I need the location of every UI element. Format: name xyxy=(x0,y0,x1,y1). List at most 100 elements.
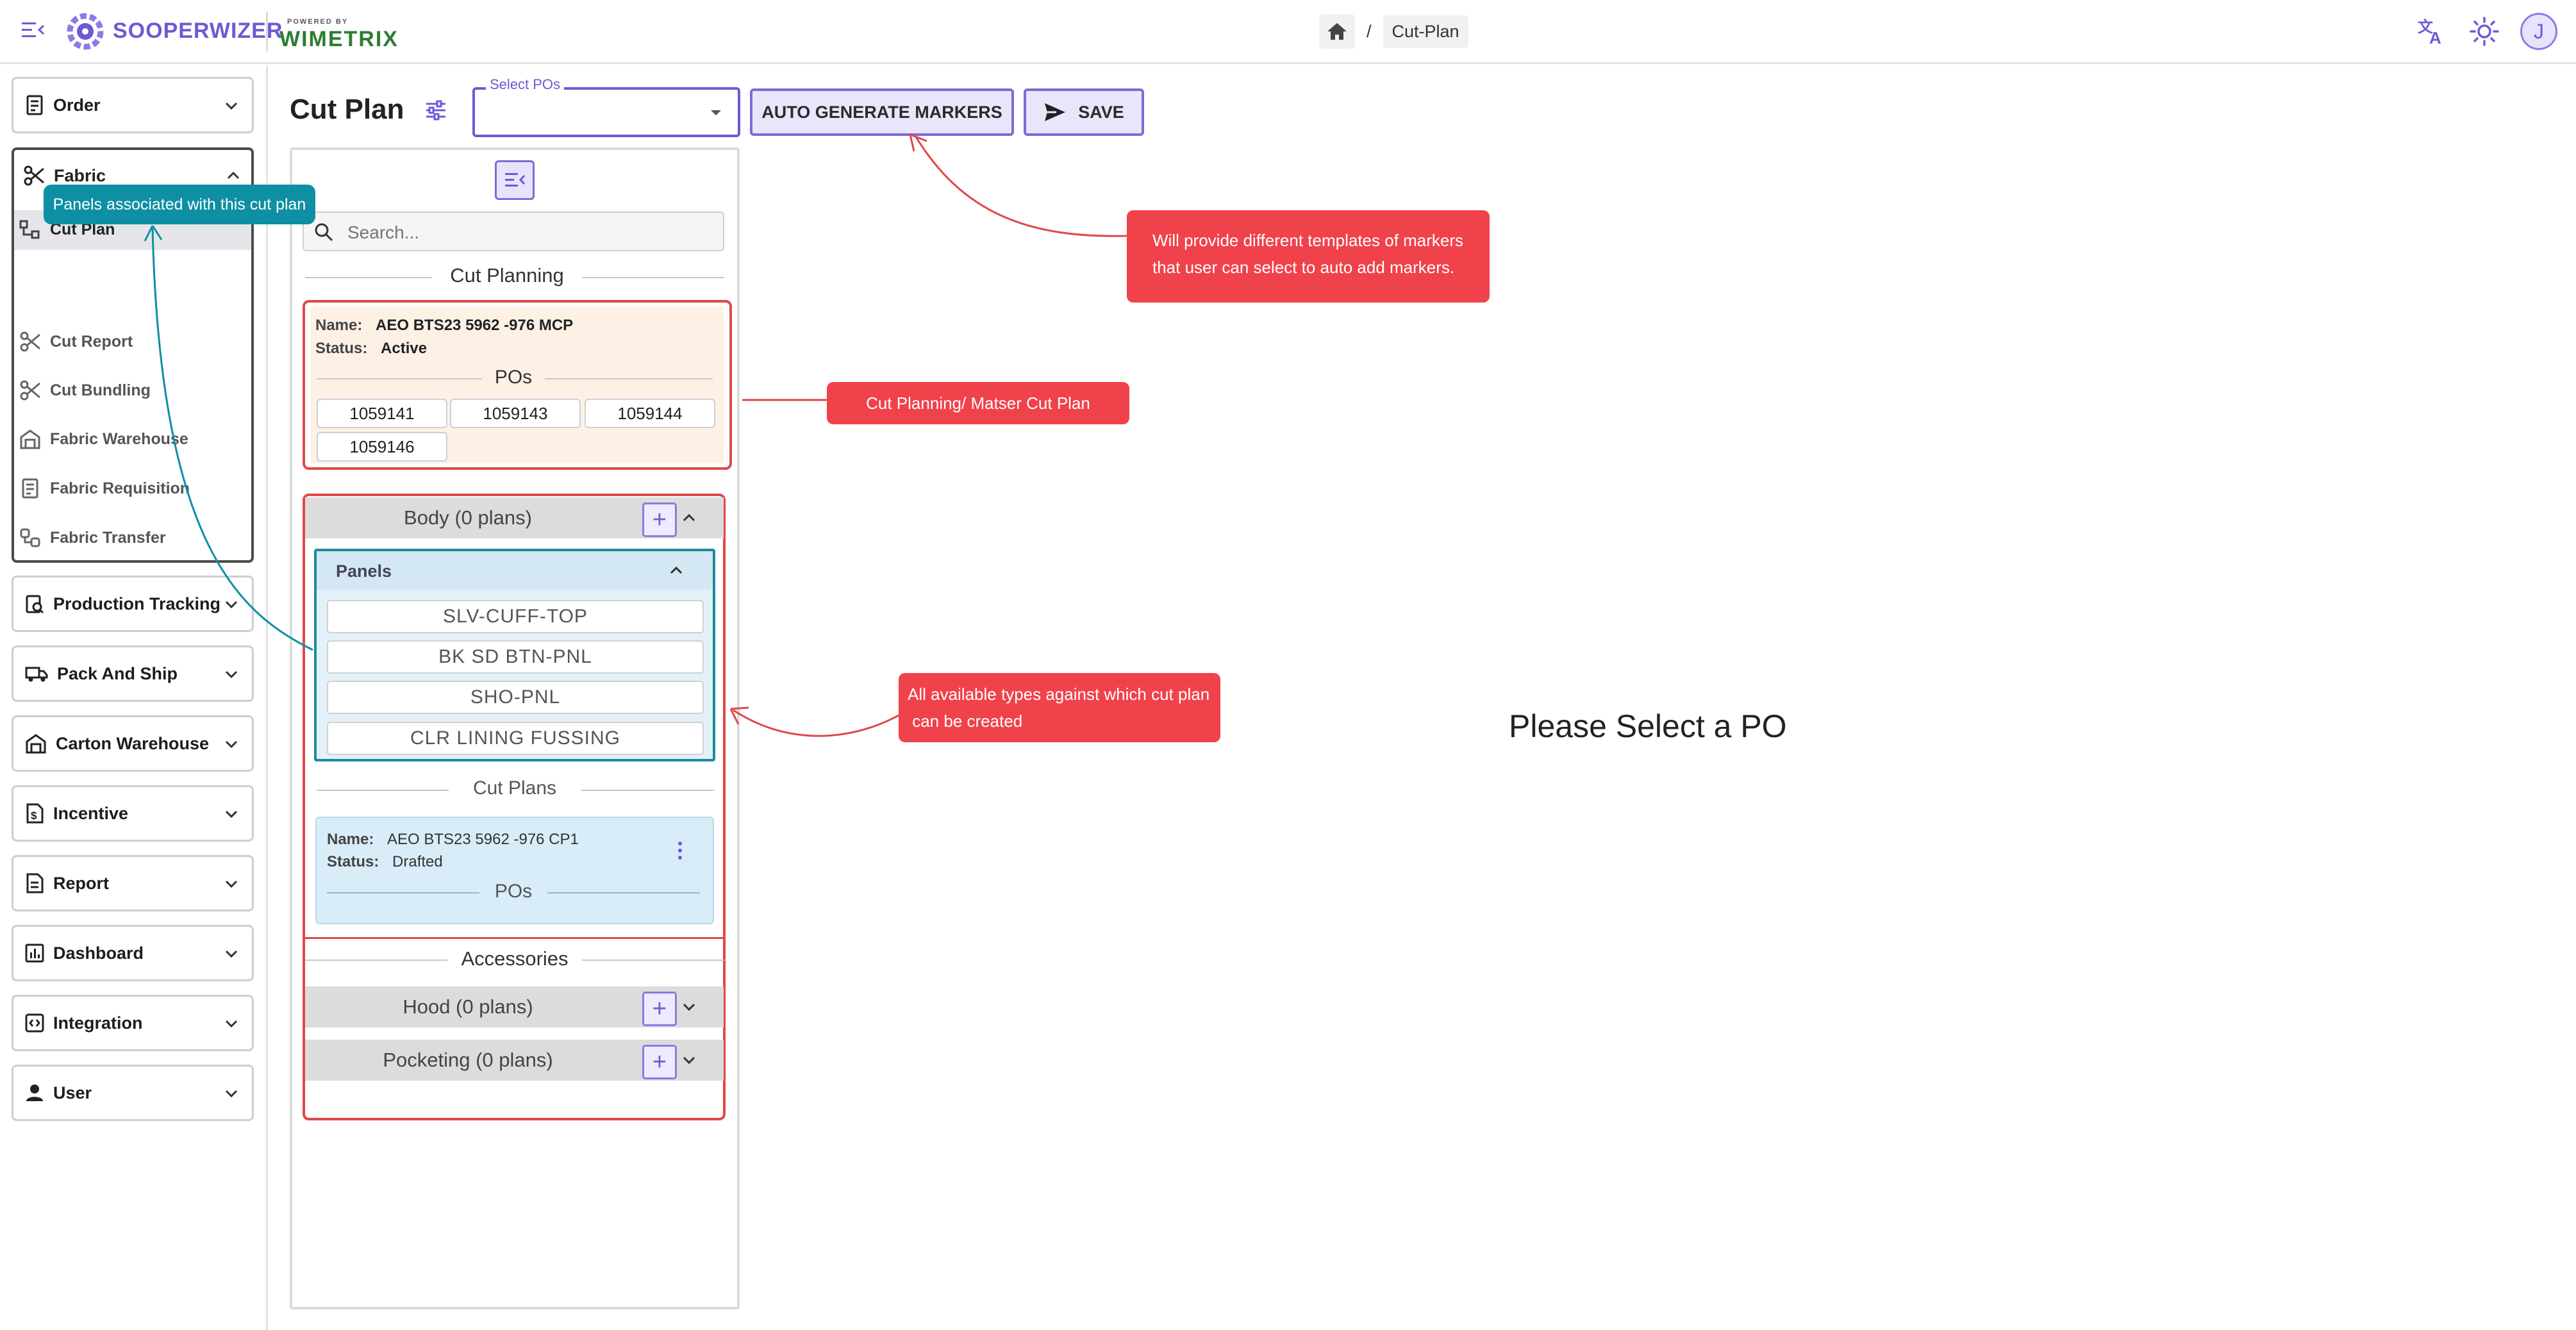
sidebar-item-user[interactable]: User xyxy=(12,1065,254,1121)
panel-item[interactable]: SLV-CUFF-TOP xyxy=(327,600,704,633)
body-type-label: Body (0 plans) xyxy=(404,506,532,529)
chevron-up-icon[interactable] xyxy=(681,510,697,526)
select-pos-dropdown[interactable] xyxy=(472,87,740,137)
truck-icon xyxy=(25,667,48,682)
divider xyxy=(581,790,714,791)
divider xyxy=(582,277,724,278)
sidebar-item-incentive[interactable]: $ Incentive xyxy=(12,785,254,842)
add-pocketing-plan-button[interactable]: + xyxy=(642,1045,677,1079)
send-icon xyxy=(1045,103,1066,121)
auto-generate-markers-button[interactable]: AUTO GENERATE MARKERS xyxy=(750,88,1014,136)
sidebar-item-fabric[interactable]: Fabric xyxy=(14,150,251,201)
more-options-icon[interactable] xyxy=(676,840,684,861)
sidebar-item-label: Carton Warehouse xyxy=(56,733,210,753)
panel-item[interactable]: CLR LINING FUSSING xyxy=(327,722,704,755)
panel-item[interactable]: SHO-PNL xyxy=(327,681,704,714)
dashboard-icon xyxy=(25,943,44,963)
master-pos-heading: POs xyxy=(494,367,533,388)
sidebar-item-report[interactable]: Report xyxy=(12,855,254,911)
status-label: Status: xyxy=(315,340,368,357)
status-label: Status: xyxy=(327,853,379,870)
avatar-letter: J xyxy=(2534,19,2544,43)
types-container xyxy=(303,494,726,1120)
accessories-heading: Accessories xyxy=(461,947,569,970)
top-bar: SOOPERWIZER POWERED BY WIMETRIX / Cut-Pl… xyxy=(0,0,2576,64)
po-chip[interactable]: 1059141 xyxy=(317,399,447,428)
cut-plans-heading: Cut Plans xyxy=(472,777,557,799)
po-chip[interactable]: 1059143 xyxy=(450,399,581,428)
po-chip[interactable]: 1059144 xyxy=(585,399,715,428)
sidebar-sub-fabric-transfer[interactable]: Fabric Transfer xyxy=(19,525,166,551)
sidebar-item-order[interactable]: Order xyxy=(12,77,254,133)
user-icon xyxy=(26,1085,43,1101)
chevron-down-icon[interactable] xyxy=(681,999,697,1015)
svg-text:文: 文 xyxy=(2418,18,2434,36)
order-icon xyxy=(26,95,43,115)
sidebar-sub-cut-bundling[interactable]: Cut Bundling xyxy=(19,378,151,403)
save-button[interactable]: SAVE xyxy=(1024,88,1144,136)
sidebar-item-label: User xyxy=(53,1083,92,1102)
sidebar-item-label: Production Tracking xyxy=(53,594,221,613)
chevron-down-icon xyxy=(225,1090,238,1098)
breadcrumb-separator: / xyxy=(1367,21,1372,41)
report-icon xyxy=(26,873,44,894)
chevron-down-icon xyxy=(225,670,238,679)
brand-name: SOOPERWIZER xyxy=(113,19,283,43)
empty-state-message: Please Select a PO xyxy=(1509,708,1787,744)
theme-toggle-icon[interactable] xyxy=(2470,17,2499,46)
name-label: Name: xyxy=(327,831,374,848)
sidebar-item-integration[interactable]: Integration xyxy=(12,995,254,1051)
cut-planning-note-text: Cut Planning/ Matser Cut Plan xyxy=(866,394,1090,413)
chevron-down-icon xyxy=(225,102,238,110)
sidebar-item-pack-and-ship[interactable]: Pack And Ship xyxy=(12,645,254,702)
panel-item[interactable]: BK SD BTN-PNL xyxy=(327,640,704,674)
cut-plan-name-value: AEO BTS23 5962 -976 CP1 xyxy=(387,831,579,848)
collapse-panel-button[interactable] xyxy=(495,160,535,200)
pocketing-type-label: Pocketing (0 plans) xyxy=(383,1049,553,1071)
sidebar-item-dashboard[interactable]: Dashboard xyxy=(12,925,254,981)
auto-generate-label: AUTO GENERATE MARKERS xyxy=(761,102,1002,122)
add-hood-plan-button[interactable]: + xyxy=(642,992,677,1026)
sidebar-item-label: Order xyxy=(53,95,101,115)
search-input[interactable] xyxy=(346,219,708,246)
cut-plan-card[interactable] xyxy=(315,817,714,924)
sidebar-item-label: Pack And Ship xyxy=(57,663,178,683)
production-icon xyxy=(26,595,44,614)
panel-search[interactable] xyxy=(303,212,724,251)
panels-header[interactable]: Panels xyxy=(317,551,713,590)
filter-settings-icon[interactable] xyxy=(424,99,447,122)
master-name-row: Name: AEO BTS23 5962 -976 MCP xyxy=(315,317,573,335)
chevron-down-icon xyxy=(225,880,238,888)
cut-planning-callout: Cut Planning/ Matser Cut Plan xyxy=(827,382,1129,424)
cut-plan-status-value: Drafted xyxy=(392,853,443,870)
types-note-line2: can be created xyxy=(908,711,1023,731)
sidebar-sub-fabric-requisition[interactable]: Fabric Requisition xyxy=(19,476,190,501)
add-body-plan-button[interactable]: + xyxy=(642,503,677,537)
divider xyxy=(582,960,724,961)
home-icon[interactable] xyxy=(1319,14,1355,49)
page-title: Cut Plan xyxy=(290,94,404,125)
sidebar-item-carton-warehouse[interactable]: Carton Warehouse xyxy=(12,715,254,772)
divider xyxy=(305,937,724,939)
menu-toggle-icon[interactable] xyxy=(22,21,45,40)
translate-icon[interactable]: 文 A xyxy=(2416,17,2447,45)
sidebar-sub-fabric-warehouse[interactable]: Fabric Warehouse xyxy=(19,426,188,452)
sidebar-sub-cut-report[interactable]: Cut Report xyxy=(19,329,133,354)
svg-text:$: $ xyxy=(31,810,37,822)
sidebar-sub-label: Cut Report xyxy=(50,332,133,351)
chevron-down-icon xyxy=(225,1020,238,1028)
requisition-icon xyxy=(22,478,38,499)
divider xyxy=(317,790,449,791)
sidebar-item-production-tracking[interactable]: Production Tracking xyxy=(12,576,254,632)
divider xyxy=(547,892,700,894)
svg-text:A: A xyxy=(2429,28,2441,45)
po-chip[interactable]: 1059146 xyxy=(317,432,447,461)
chevron-down-icon xyxy=(225,810,238,819)
transfer-icon xyxy=(20,528,40,547)
integration-icon xyxy=(25,1013,44,1033)
user-avatar[interactable]: J xyxy=(2520,13,2557,50)
chevron-down-icon xyxy=(225,950,238,958)
scissors-icon xyxy=(20,380,40,401)
markers-note-arrow xyxy=(914,135,1127,237)
chevron-down-icon[interactable] xyxy=(681,1052,697,1068)
